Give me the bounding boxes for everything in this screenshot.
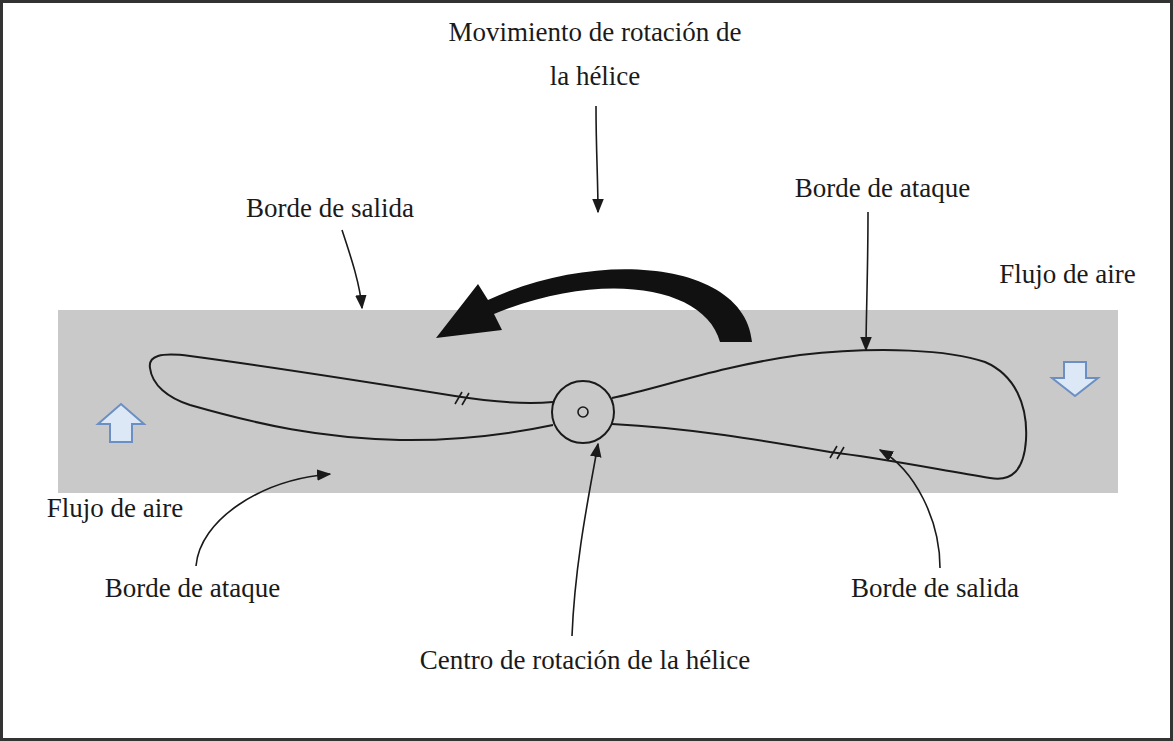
leader-line (880, 450, 940, 568)
part-label: Flujo de aire (15, 492, 215, 524)
leader-line (196, 474, 330, 566)
part-label: Borde de salida (225, 192, 435, 224)
leader-line (572, 444, 598, 636)
part-label: Borde de ataque (70, 572, 315, 604)
rotation-axis (578, 407, 588, 417)
section-mark (455, 392, 469, 405)
background-band (58, 310, 1118, 493)
part-label: Borde de ataque (775, 172, 990, 204)
airflow-arrow (98, 404, 144, 442)
part-label: Borde de salida (820, 572, 1050, 604)
part-label: Movimiento de rotación de la hélice (440, 10, 750, 98)
propeller-blade (612, 350, 1026, 479)
leader-line (596, 106, 598, 212)
rotation-arrow (436, 269, 752, 342)
section-mark (830, 446, 844, 459)
airflow-arrow (1052, 362, 1098, 396)
propeller-blade (150, 355, 553, 441)
part-label: Flujo de aire (970, 258, 1165, 290)
part-label: Centro de rotación de la hélice (375, 644, 795, 676)
propeller-hub (552, 381, 614, 443)
leader-line (866, 212, 868, 350)
leader-line (342, 230, 362, 308)
